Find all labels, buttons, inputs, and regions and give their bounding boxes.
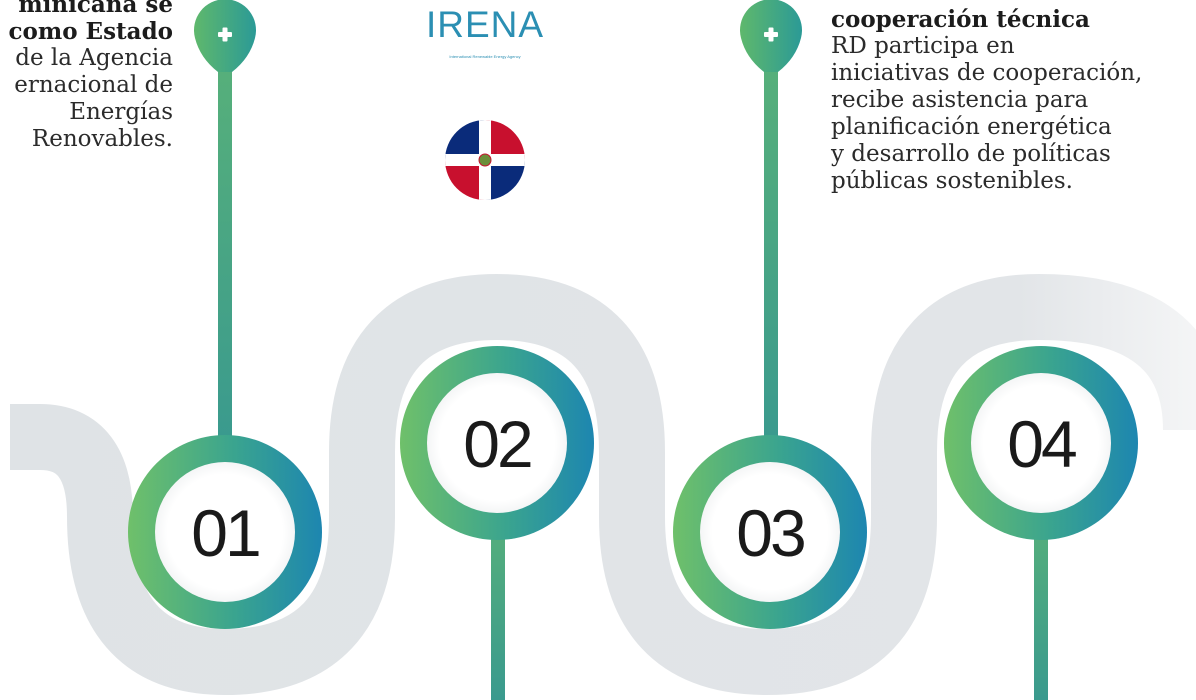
pin-03 — [740, 0, 802, 72]
dominican-republic-flag-icon — [445, 120, 525, 200]
text-line: como Estado — [8, 18, 173, 45]
stem-03 — [764, 60, 778, 440]
text-line: Energías — [69, 99, 173, 125]
node-number-03: 03 — [736, 496, 804, 570]
stem-04 — [1034, 510, 1048, 700]
timeline-track — [10, 273, 1196, 696]
node-04: 04 — [944, 346, 1138, 540]
node-01: 01 — [128, 435, 322, 629]
text-block-03: cooperación técnica RD participa en inic… — [831, 6, 1191, 195]
irena-logo-text: IRENA — [425, 4, 545, 45]
node-03: 03 — [673, 435, 867, 629]
text-line: de la Agencia — [15, 45, 173, 71]
text-block-01: minicana se como Estado de la Agencia er… — [0, 0, 173, 153]
irena-logo: IRENA International Renewable Energy Age… — [405, 0, 565, 70]
text-title: cooperación técnica — [831, 6, 1090, 33]
text-line: y desarrollo de políticas — [831, 141, 1111, 167]
text-line: Renovables. — [31, 126, 173, 152]
text-line: públicas sostenibles. — [831, 168, 1073, 194]
text-line: ernacional de — [14, 72, 173, 98]
stem-01 — [218, 60, 232, 440]
node-number-02: 02 — [463, 407, 531, 481]
text-line: recibe asistencia para — [831, 87, 1089, 113]
text-line: minicana se — [18, 0, 173, 18]
pin-01 — [194, 0, 256, 72]
text-line: planificación energética — [831, 114, 1112, 140]
flag-emblem-icon — [478, 153, 492, 167]
node-number-01: 01 — [191, 496, 259, 570]
irena-logo-tagline: International Renewable Energy Agency — [449, 54, 521, 59]
stem-02 — [491, 510, 505, 700]
node-number-04: 04 — [1007, 407, 1076, 481]
text-line: RD participa en — [831, 33, 1015, 59]
node-02: 02 — [400, 346, 594, 540]
text-line: iniciativas de cooperación, — [831, 60, 1143, 86]
